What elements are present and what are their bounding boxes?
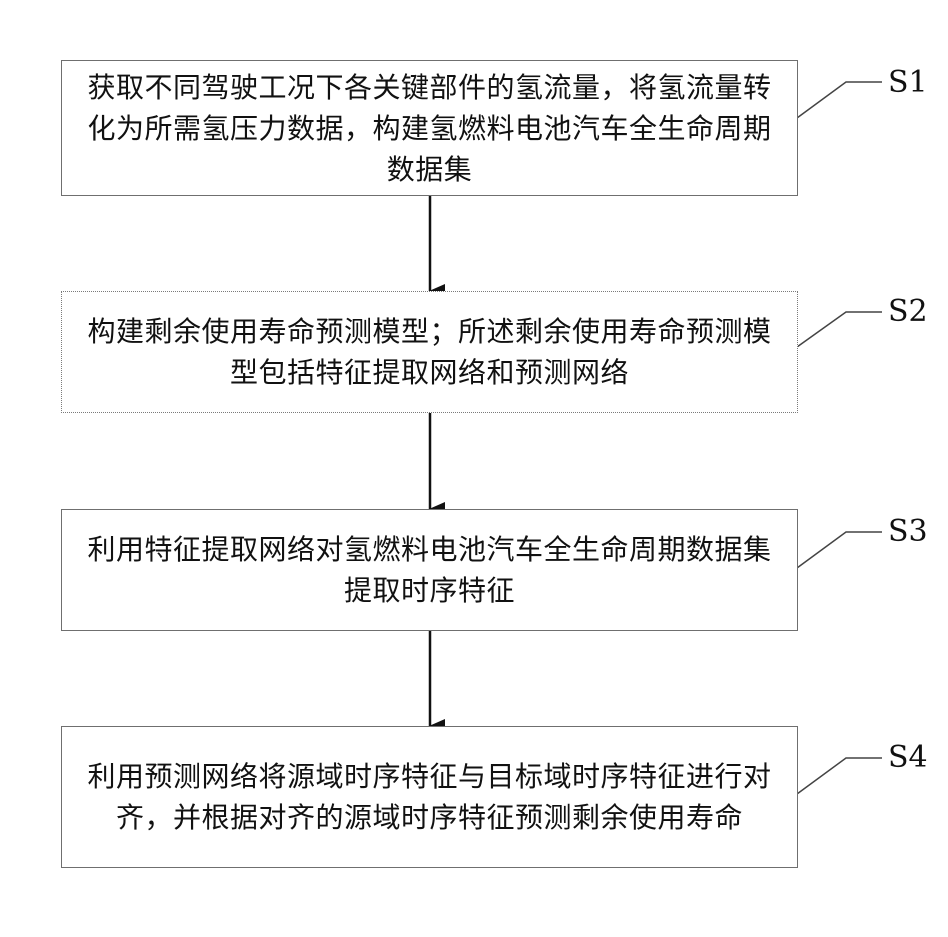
leader-line-s2 bbox=[797, 312, 882, 347]
step-label-s3: S3 bbox=[888, 517, 928, 547]
step-box-s4: 利用预测网络将源域时序特征与目标域时序特征进行对齐，并根据对齐的源域时序特征预测… bbox=[61, 726, 798, 868]
leader-line-s3 bbox=[797, 532, 882, 568]
step-text-s4: 利用预测网络将源域时序特征与目标域时序特征进行对齐，并根据对齐的源域时序特征预测… bbox=[78, 756, 781, 838]
step-text-s1: 获取不同驾驶工况下各关键部件的氢流量，将氢流量转化为所需氢压力数据，构建氢燃料电… bbox=[78, 67, 781, 190]
step-box-s3: 利用特征提取网络对氢燃料电池汽车全生命周期数据集提取时序特征 bbox=[61, 509, 798, 631]
leader-line-s4 bbox=[797, 758, 882, 794]
step-box-s2: 构建剩余使用寿命预测模型；所述剩余使用寿命预测模型包括特征提取网络和预测网络 bbox=[61, 291, 798, 413]
step-label-s2: S2 bbox=[888, 297, 928, 327]
step-label-s1: S1 bbox=[888, 68, 928, 98]
leader-line-s1 bbox=[797, 82, 882, 118]
step-text-s3: 利用特征提取网络对氢燃料电池汽车全生命周期数据集提取时序特征 bbox=[78, 529, 781, 611]
step-box-s1: 获取不同驾驶工况下各关键部件的氢流量，将氢流量转化为所需氢压力数据，构建氢燃料电… bbox=[61, 60, 798, 196]
step-text-s2: 构建剩余使用寿命预测模型；所述剩余使用寿命预测模型包括特征提取网络和预测网络 bbox=[78, 311, 781, 393]
step-label-s4: S4 bbox=[888, 743, 928, 773]
